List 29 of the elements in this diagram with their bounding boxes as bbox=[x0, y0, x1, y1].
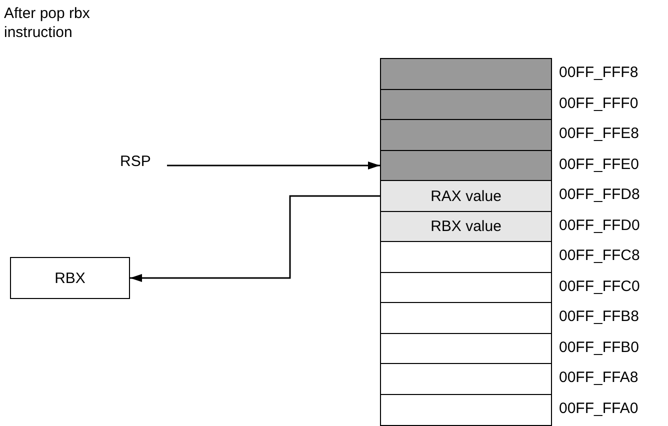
stack-slot bbox=[380, 150, 552, 182]
stack-slot: RAX value bbox=[380, 180, 552, 212]
memory-address: 00FF_FFD8 bbox=[559, 186, 640, 203]
stack-slot bbox=[380, 302, 552, 334]
stack-slot bbox=[380, 332, 552, 364]
memory-address: 00FF_FFC0 bbox=[559, 278, 640, 294]
stack-slot bbox=[380, 88, 552, 120]
stack-slot bbox=[380, 58, 552, 90]
memory-address: 00FF_FFE0 bbox=[559, 156, 640, 172]
stack-slot bbox=[380, 363, 552, 395]
memory-address: 00FF_FFA8 bbox=[559, 369, 638, 386]
stack-slot bbox=[380, 241, 552, 273]
memory-address: 00FF_FFF8 bbox=[559, 64, 638, 81]
memory-address: 00FF_FFD0 bbox=[559, 216, 640, 234]
memory-address: 00FF_FFE8 bbox=[559, 125, 640, 142]
stack-slot bbox=[380, 272, 552, 304]
stack-slot: RBX value bbox=[380, 210, 552, 242]
memory-address: 00FF_FFC8 bbox=[559, 247, 640, 264]
register-label: RSP bbox=[120, 153, 151, 170]
memory-address: 00FF_FFA0 bbox=[559, 400, 638, 416]
memory-address: 00FF_FFB0 bbox=[559, 338, 640, 356]
stack-slot bbox=[380, 394, 552, 426]
register-box: RBX bbox=[10, 257, 130, 299]
memory-address: 00FF_FFB8 bbox=[559, 308, 640, 325]
stack-slot bbox=[380, 119, 552, 151]
memory-address: 00FF_FFF0 bbox=[559, 94, 638, 112]
figure-title: After pop rbx instruction bbox=[4, 4, 91, 42]
arrow bbox=[167, 162, 380, 170]
arrow bbox=[130, 195, 380, 282]
